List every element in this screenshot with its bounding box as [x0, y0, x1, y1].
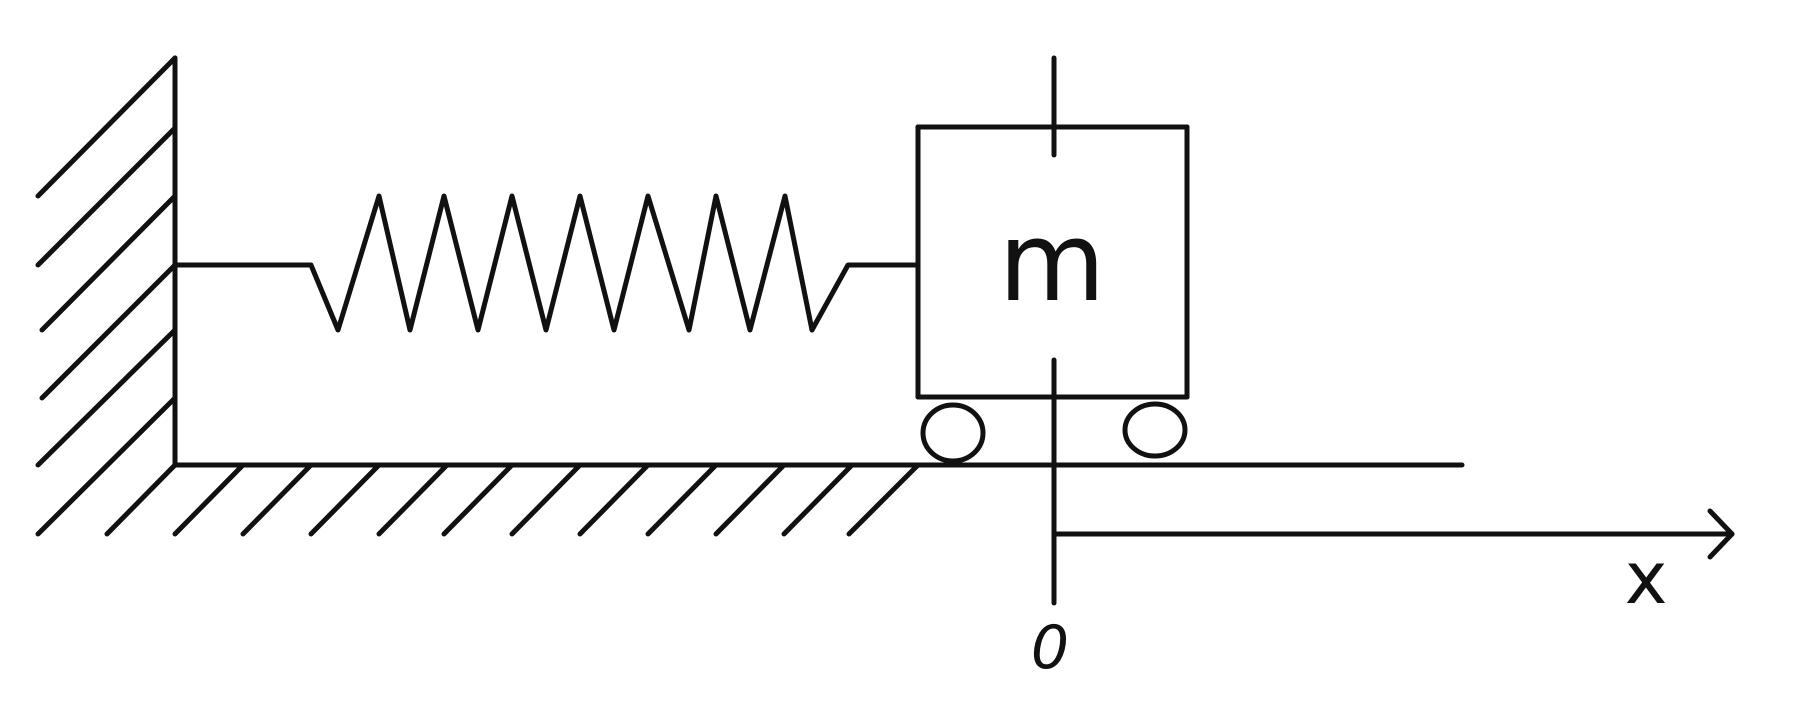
spring — [172, 193, 921, 333]
wall-hatch — [39, 262, 178, 401]
ground-hatch — [509, 462, 583, 537]
origin-label: 0 — [1031, 613, 1069, 683]
ground — [104, 462, 1465, 537]
mass-label: m — [998, 198, 1105, 326]
ground-hatch — [172, 462, 246, 537]
x-axis-arrowhead — [1707, 508, 1735, 560]
wheel-left — [920, 402, 986, 464]
ground-hatch — [781, 462, 855, 537]
mass-block: m — [915, 124, 1190, 400]
ground-hatch — [846, 462, 921, 537]
x-axis — [1051, 508, 1735, 560]
ground-hatch — [441, 462, 515, 537]
ground-hatch — [376, 462, 450, 537]
fixed-wall — [35, 55, 178, 537]
wall-hatch — [35, 327, 178, 468]
wall-hatch — [35, 395, 178, 537]
ground-hatch — [577, 462, 651, 537]
ground-hatch — [713, 462, 787, 537]
axis-label: x — [1625, 536, 1668, 620]
wall-hatch — [35, 55, 178, 199]
ground-hatch — [645, 462, 719, 537]
wall-hatch — [35, 125, 178, 268]
wheel-right — [1122, 401, 1188, 459]
ground-hatch — [308, 462, 382, 537]
ground-hatch — [240, 462, 314, 537]
wall-hatch — [39, 193, 178, 333]
ground-hatch — [104, 462, 178, 537]
